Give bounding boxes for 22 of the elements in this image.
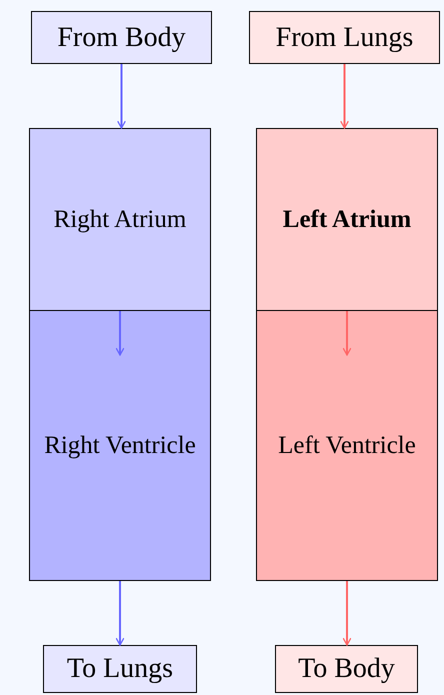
node-label: Left Ventricle (278, 432, 416, 460)
node-label: From Body (57, 22, 186, 54)
node-label: Left Atrium (282, 206, 412, 234)
output-box (43, 645, 197, 693)
node-label: Right Atrium (54, 206, 186, 234)
node-label: To Lungs (66, 653, 174, 685)
node-label: Right Ventricle (44, 432, 196, 460)
input-box (31, 11, 212, 64)
arrow (115, 311, 125, 356)
arrow (342, 311, 352, 356)
arrow (340, 64, 350, 129)
chamber-box (256, 128, 438, 311)
chamber-box (29, 128, 211, 311)
chamber-box (256, 310, 438, 581)
arrow (116, 64, 126, 129)
chamber-box (29, 310, 211, 581)
arrow (342, 581, 352, 646)
node-label: From Lungs (276, 22, 414, 54)
output-box (275, 645, 418, 693)
arrow (115, 581, 125, 646)
input-box (249, 11, 440, 64)
node-label: To Body (298, 653, 395, 685)
